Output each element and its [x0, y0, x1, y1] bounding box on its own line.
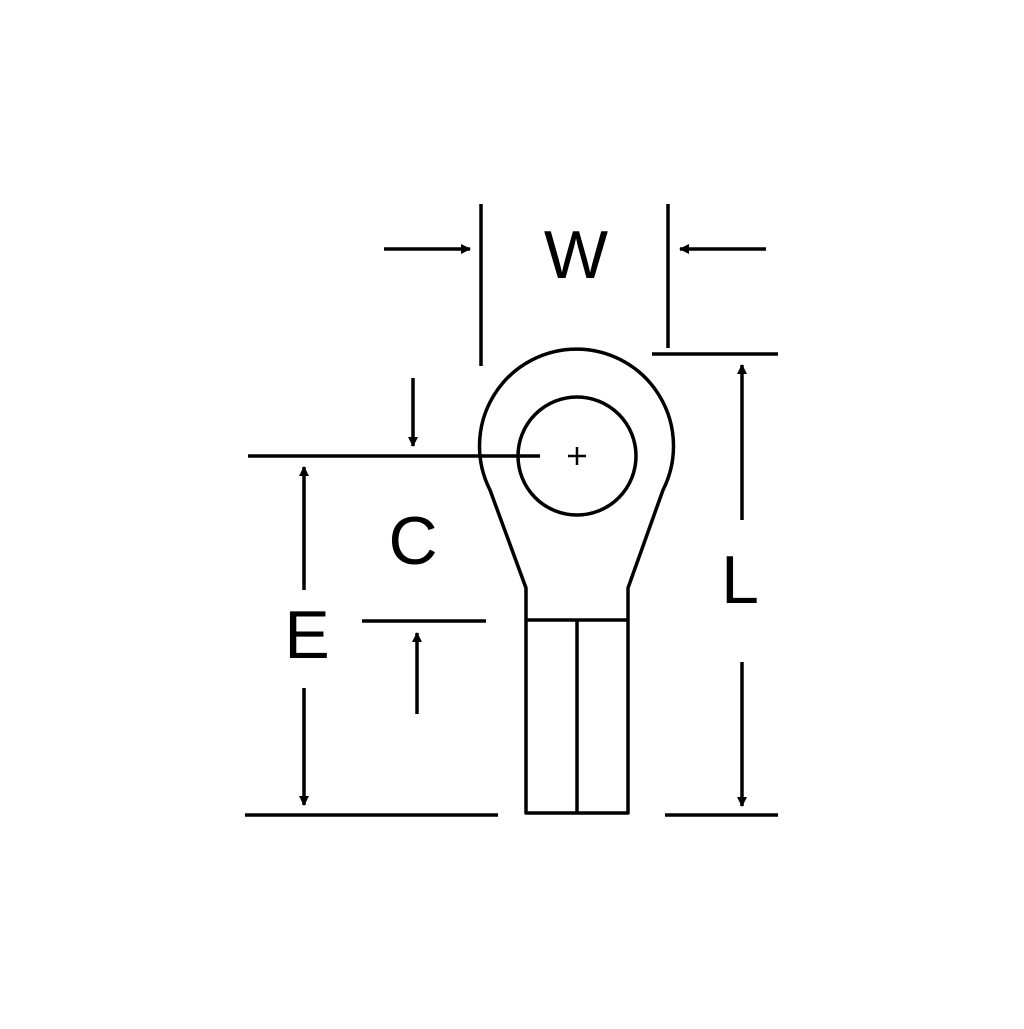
label-c: C	[388, 503, 437, 579]
terminal-ring-outline	[477, 347, 676, 620]
label-l: L	[721, 542, 759, 618]
label-w: W	[544, 217, 608, 293]
label-e: E	[284, 597, 329, 673]
